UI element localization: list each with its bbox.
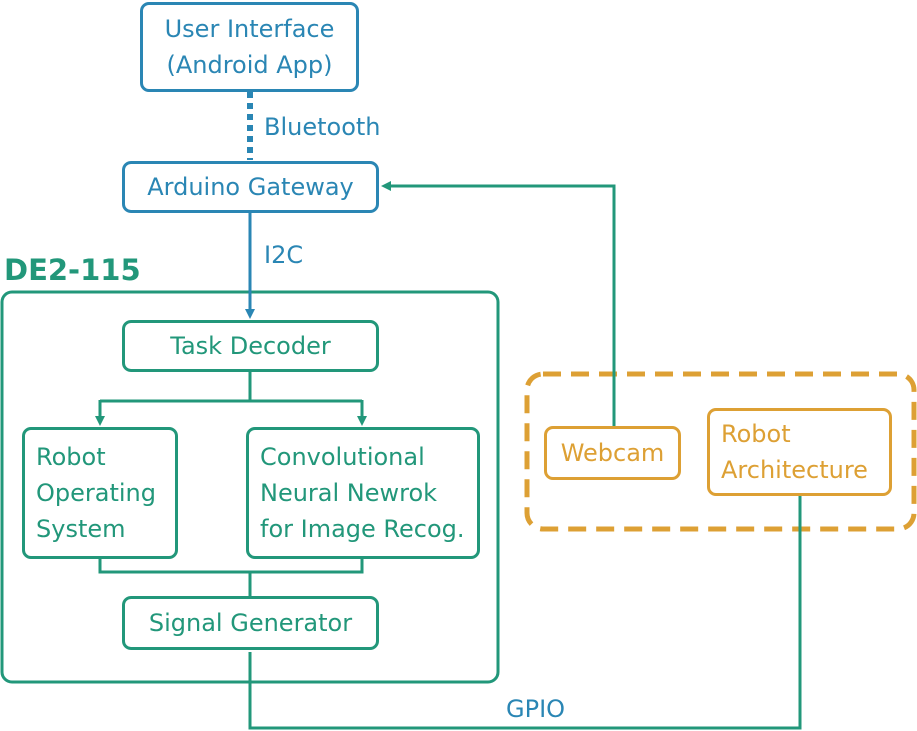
robot-architecture-label: Robot Architecture [721,420,868,484]
arduino-gateway-node: Arduino Gateway [122,161,379,213]
merge-link [98,558,364,574]
signal-generator-node: Signal Generator [122,596,379,650]
webcam-label: Webcam [560,439,665,467]
de2-group-title: DE2-115 [4,253,141,287]
ros-label: Robot Operating System [36,443,156,543]
task-decoder-label: Task Decoder [170,332,331,360]
gpio-label: GPIO [506,695,566,723]
ros-node: Robot Operating System [22,427,178,559]
arduino-gateway-label: Arduino Gateway [147,173,354,201]
robot-group-border [524,371,917,532]
webcam-to-gateway-link [381,181,616,426]
task-decoder-node: Task Decoder [122,320,379,372]
user-interface-node: User Interface (Android App) [140,2,359,92]
signal-generator-label: Signal Generator [148,609,353,637]
cnn-node: Convolutional Neural Newrok for Image Re… [246,427,480,559]
i2c-label: I2C [264,241,304,269]
bluetooth-label: Bluetooth [264,113,381,141]
cnn-label: Convolutional Neural Newrok for Image Re… [260,443,465,543]
robot-architecture-node: Robot Architecture [707,408,892,496]
gpio-link [248,496,802,730]
webcam-node: Webcam [544,426,681,480]
user-interface-label: User Interface (Android App) [164,15,335,79]
